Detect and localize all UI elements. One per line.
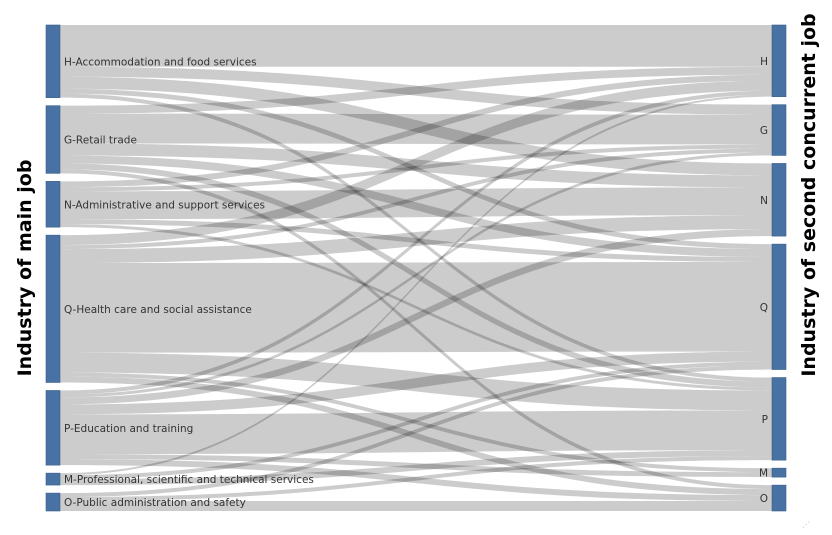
- source-node-G[interactable]: [45, 105, 61, 174]
- source-node-label-M: M-Professional, scientific and technical…: [64, 474, 314, 486]
- nodes-layer: [45, 24, 787, 512]
- link-Q-to-M[interactable]: [60, 372, 772, 473]
- source-node-O[interactable]: [45, 492, 61, 512]
- link-H-to-G[interactable]: [60, 66, 772, 115]
- link-G-to-N[interactable]: [60, 143, 772, 188]
- target-node-P[interactable]: [771, 377, 787, 461]
- target-node-label-N: N: [760, 195, 768, 207]
- link-G-to-O[interactable]: [60, 169, 772, 490]
- link-Q-to-P[interactable]: [60, 352, 772, 411]
- link-M-to-H[interactable]: [60, 94, 772, 476]
- resize-grip-icon[interactable]: ⋰: [802, 520, 810, 529]
- labels-layer: H-Accommodation and food servicesG-Retai…: [64, 56, 768, 509]
- link-H-to-H[interactable]: [60, 25, 772, 67]
- link-Q-to-Q[interactable]: [60, 262, 772, 353]
- link-G-to-H[interactable]: [60, 66, 772, 114]
- link-H-to-N[interactable]: [60, 76, 772, 176]
- link-P-to-H[interactable]: [60, 90, 772, 395]
- link-P-to-M[interactable]: [60, 454, 772, 478]
- target-node-G[interactable]: [771, 104, 787, 156]
- link-P-to-P[interactable]: [60, 410, 772, 455]
- target-node-H[interactable]: [771, 24, 787, 97]
- link-M-to-Q[interactable]: [60, 361, 772, 480]
- source-node-label-N: N-Administrative and support services: [64, 199, 265, 211]
- link-Q-to-N[interactable]: [60, 215, 772, 264]
- links-layer: [60, 25, 772, 511]
- link-O-to-Q[interactable]: [60, 365, 772, 498]
- target-node-label-H: H: [760, 56, 768, 68]
- link-P-to-G[interactable]: [60, 152, 772, 398]
- link-H-to-P[interactable]: [60, 93, 772, 382]
- link-N-to-H[interactable]: [60, 74, 772, 188]
- target-node-label-G: G: [760, 125, 768, 137]
- source-node-label-G: G-Retail trade: [64, 135, 137, 147]
- source-node-N[interactable]: [45, 181, 61, 228]
- link-O-to-O[interactable]: [60, 501, 772, 511]
- target-node-Q[interactable]: [771, 243, 787, 370]
- link-Q-to-H[interactable]: [60, 80, 772, 246]
- link-G-to-Q[interactable]: [60, 155, 772, 258]
- source-node-label-Q: Q-Health care and social assistance: [64, 304, 252, 316]
- target-node-O[interactable]: [771, 484, 787, 512]
- target-node-label-Q: Q: [760, 302, 768, 314]
- source-node-label-P: P-Education and training: [64, 423, 193, 435]
- link-Q-to-O[interactable]: [60, 376, 772, 496]
- right-axis-title: Industry of second concurrent job: [798, 13, 820, 376]
- link-G-to-P[interactable]: [60, 163, 772, 388]
- link-P-to-N[interactable]: [60, 229, 772, 405]
- source-node-label-O: O-Public administration and safety: [64, 497, 246, 509]
- target-node-label-O: O: [760, 493, 768, 505]
- source-node-Q[interactable]: [45, 234, 61, 383]
- source-node-M[interactable]: [45, 472, 61, 486]
- link-N-to-Q[interactable]: [60, 219, 772, 263]
- left-axis-title: Industry of main job: [14, 160, 36, 377]
- link-Q-to-G[interactable]: [60, 148, 772, 250]
- link-P-to-Q[interactable]: [60, 351, 772, 415]
- source-node-H[interactable]: [45, 24, 61, 98]
- source-node-label-H: H-Accommodation and food services: [64, 56, 257, 68]
- link-N-to-G[interactable]: [60, 144, 772, 192]
- source-node-P[interactable]: [45, 390, 61, 466]
- target-node-M[interactable]: [771, 467, 787, 478]
- target-node-N[interactable]: [771, 163, 787, 237]
- link-O-to-P[interactable]: [60, 456, 772, 502]
- link-H-to-Q[interactable]: [60, 88, 772, 250]
- link-N-to-P[interactable]: [60, 224, 772, 391]
- target-node-label-P: P: [762, 414, 768, 426]
- link-P-to-O[interactable]: [60, 459, 772, 502]
- target-node-label-M: M: [759, 468, 768, 480]
- link-G-to-G[interactable]: [60, 113, 772, 145]
- link-M-to-P[interactable]: [60, 450, 772, 486]
- link-N-to-N[interactable]: [60, 187, 772, 220]
